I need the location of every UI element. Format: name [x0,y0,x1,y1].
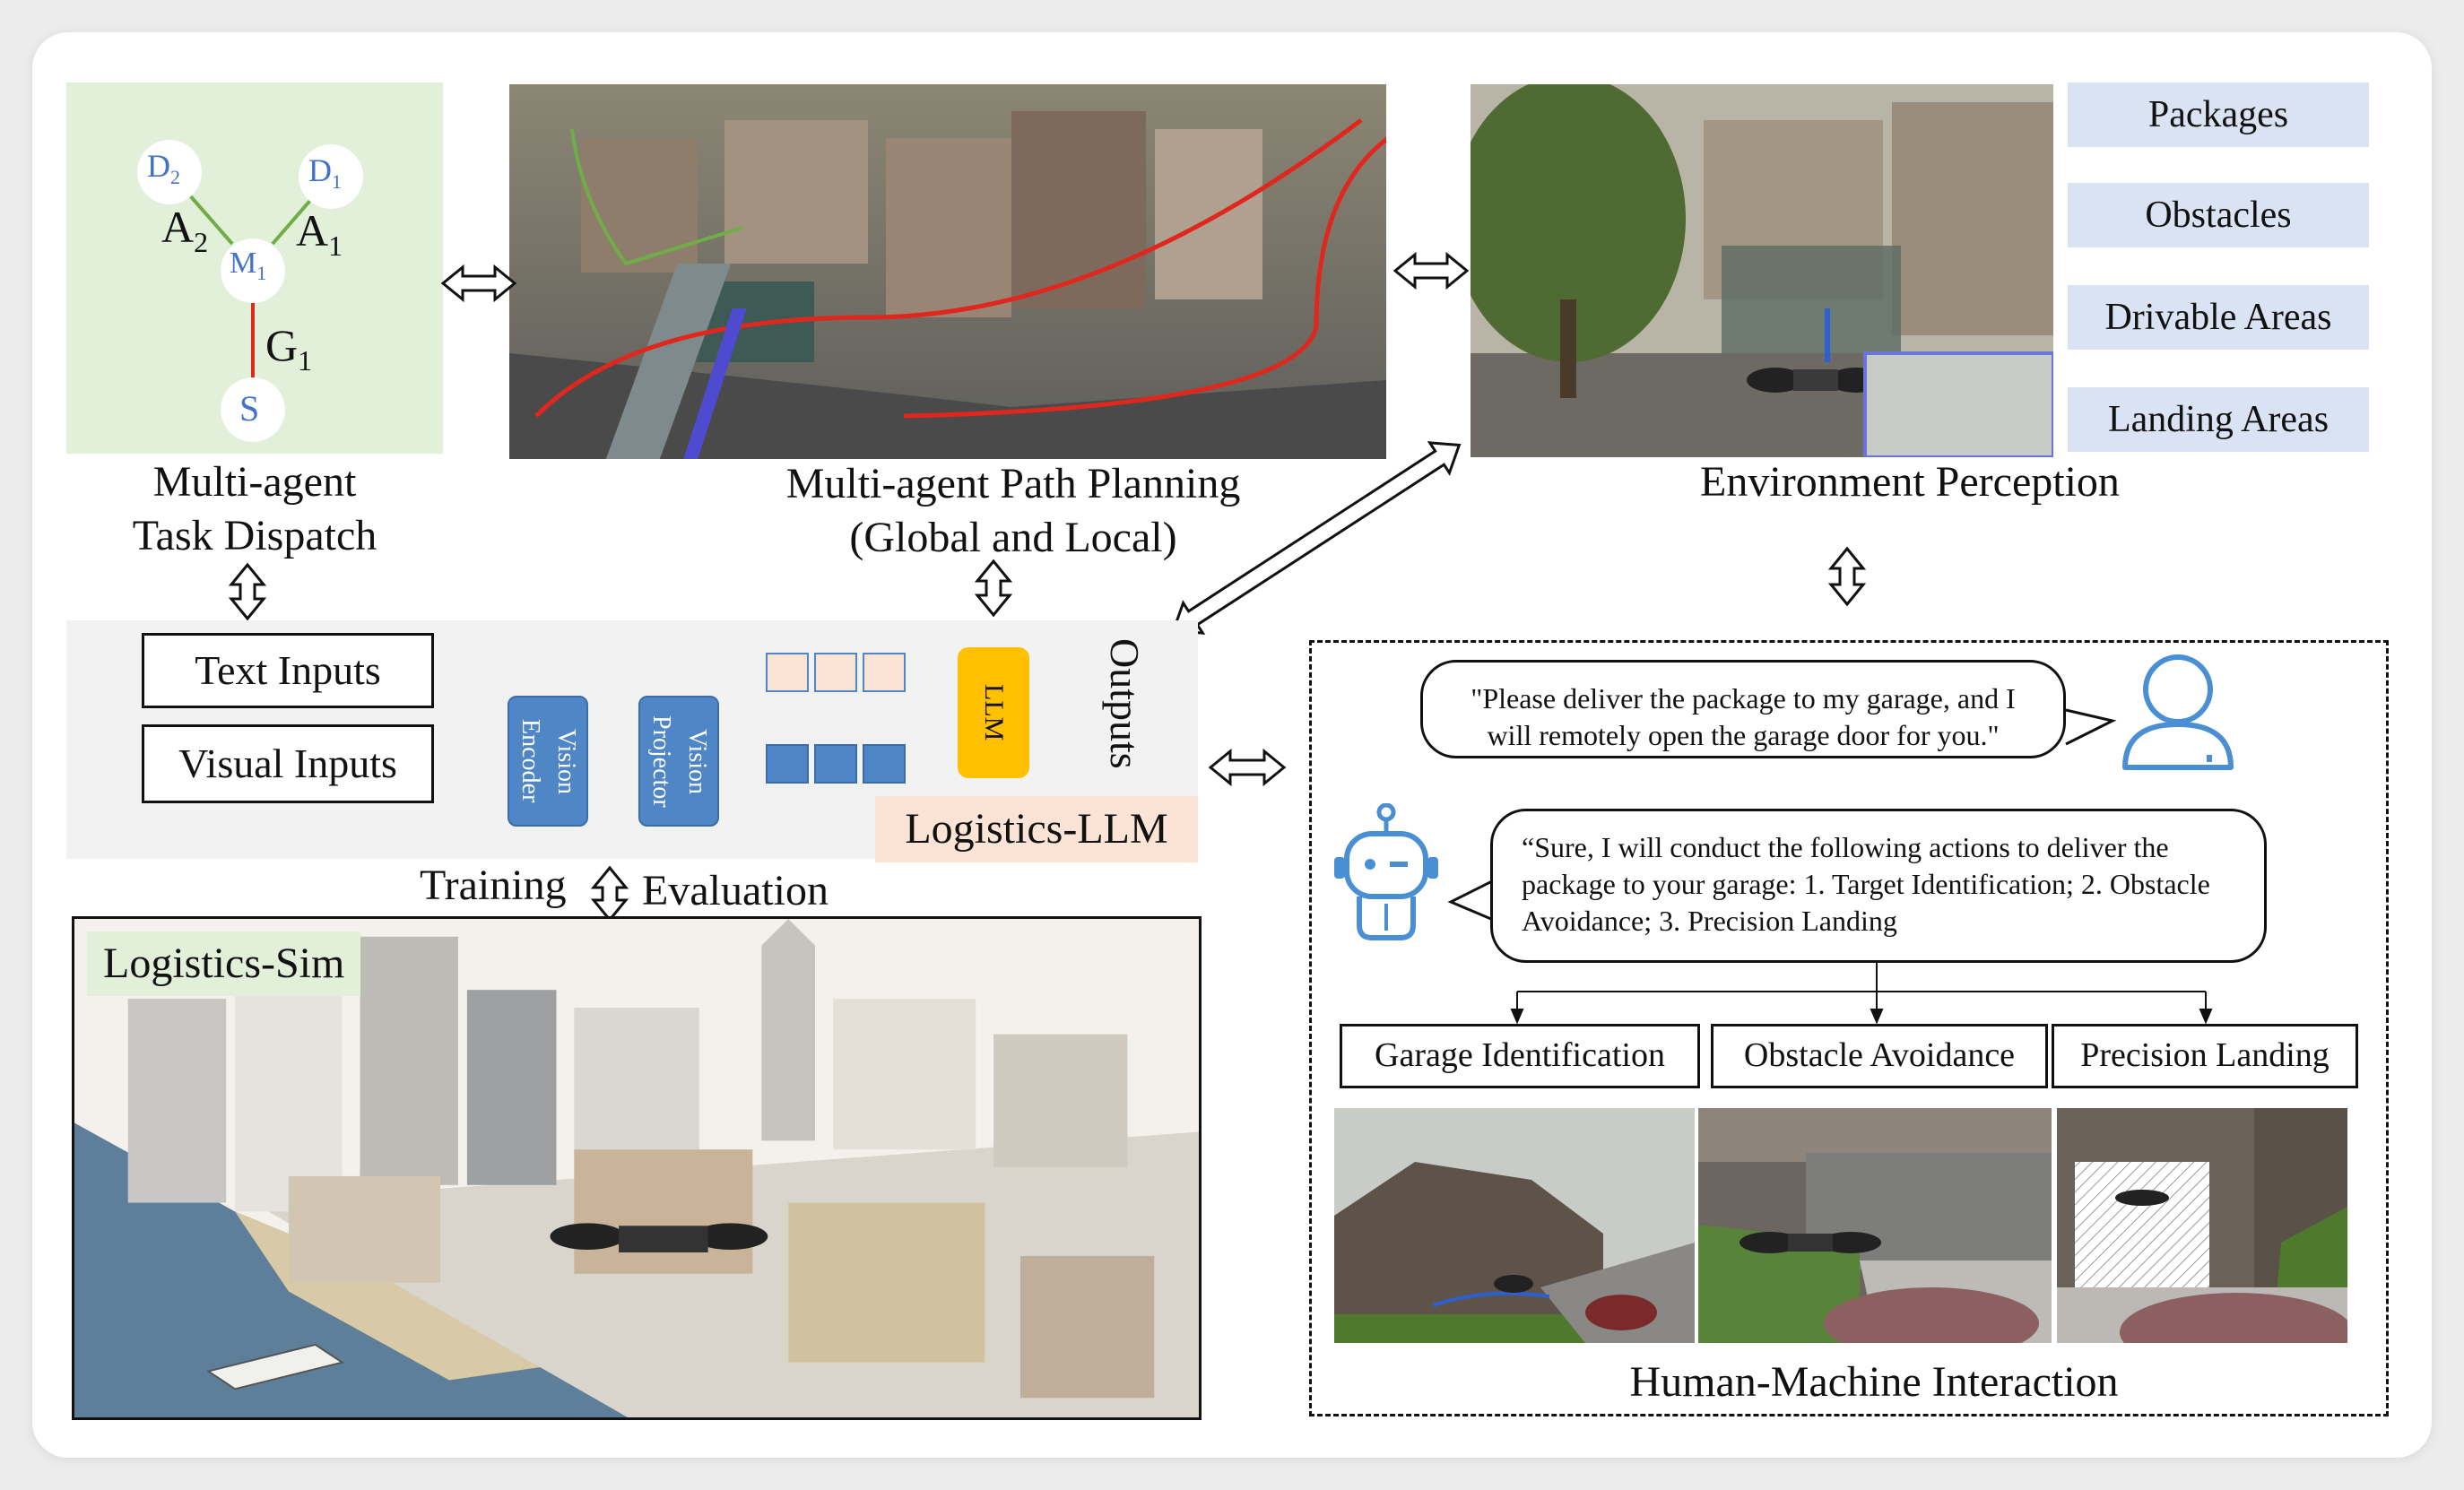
task-dispatch-graph [137,140,363,442]
llm-block: LLM [958,647,1029,778]
arrow-llm-perception [1171,441,1462,635]
vision-projector-block: Vision Projector [638,696,719,827]
outputs-label: Outputs [1102,638,1148,769]
node-m1: M1 [230,247,267,284]
edge-a1: A1 [296,205,343,262]
arrow-llm-hmi [1208,748,1287,787]
training-label: Training [420,862,567,909]
action-obstacle-avoidance: Obstacle Avoidance [1711,1024,2048,1088]
hmi-scene-obstacle [1698,1108,2052,1343]
arrow-training-evaluation [590,865,629,923]
user-message-bubble: "Please deliver the package to my garage… [1420,660,2066,758]
arrow-dispatch-planning [440,264,517,303]
node-d1: D1 [308,152,342,194]
logistics-llm-title: Logistics-LLM [875,796,1198,862]
tag-landing-areas: Landing Areas [2068,387,2369,452]
action-garage-identification: Garage Identification [1340,1024,1700,1088]
tag-packages: Packages [2068,82,2369,147]
text-inputs-box: Text Inputs [142,633,434,708]
logistics-sim-scene: Logistics-Sim [72,916,1202,1420]
perception-label: Environment Perception [1700,458,2120,506]
tag-obstacles: Obstacles [2068,183,2369,247]
arrow-planning-perception [1393,251,1470,290]
vision-encoder-block: Vision Encoder [508,696,588,827]
text-token-3 [863,653,906,692]
visual-token-2 [814,744,857,784]
perception-scene [1471,84,2053,457]
evaluation-label: Evaluation [642,867,829,914]
hmi-scene-landing [2057,1108,2347,1343]
path-planning-label: Multi-agent Path Planning(Global and Loc… [785,460,1241,561]
logistics-sim-title: Logistics-Sim [87,931,361,996]
robot-bubble-tail [1447,877,1498,923]
edge-a2: A2 [161,202,209,258]
arrow-perception-hmi [1827,546,1867,607]
action-precision-landing: Precision Landing [2052,1024,2358,1088]
arrow-planning-llm [974,559,1013,618]
hmi-label: Human-Machine Interaction [1629,1358,2119,1406]
hmi-scene-garage [1334,1108,1695,1343]
path-planning-scene [509,84,1386,459]
edge-g1: G1 [265,320,313,377]
visual-inputs-box: Visual Inputs [142,724,434,803]
text-token-2 [814,653,857,692]
arrow-dispatch-llm [228,562,267,621]
robot-message-bubble: “Sure, I will conduct the following acti… [1490,809,2267,963]
visual-token-3 [863,744,906,784]
text-token-1 [766,653,809,692]
robot-icon [1334,803,1438,940]
node-s: S [239,388,260,429]
user-bubble-tail [2065,708,2117,746]
node-d2: D2 [147,148,180,189]
user-icon [2122,654,2234,770]
task-dispatch-panel: D2 D1 M1 S A2 A1 G1 [66,82,443,454]
hmi-panel [1309,640,2389,1416]
visual-token-1 [766,744,809,784]
tag-drivable-areas: Drivable Areas [2068,285,2369,350]
